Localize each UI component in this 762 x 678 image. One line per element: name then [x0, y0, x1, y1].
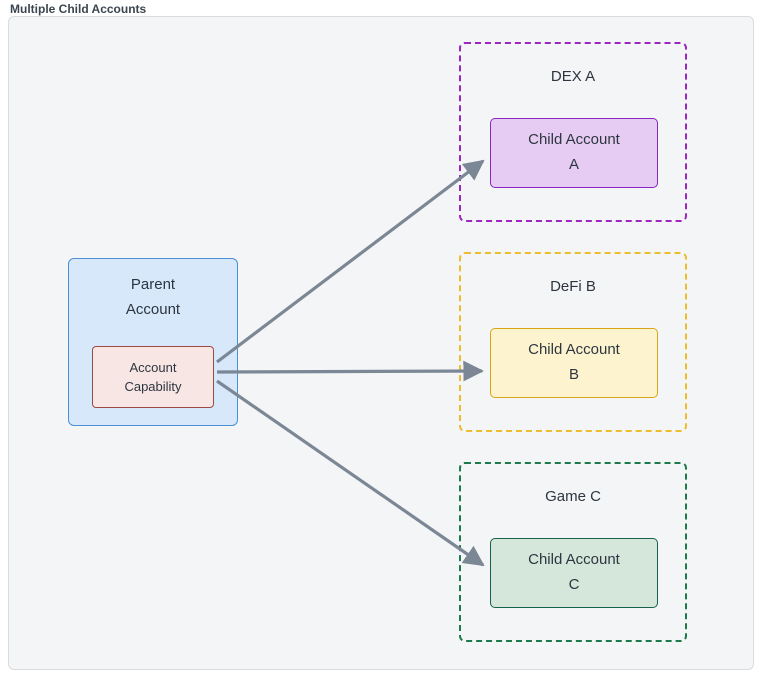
child-account-a-label: Child Account A	[528, 131, 620, 173]
child-account-c-node: Child Account C	[490, 538, 658, 608]
child-account-b-node: Child Account B	[490, 328, 658, 398]
group-defi-b: DeFi B Child Account B	[459, 252, 687, 432]
group-dex-a: DEX A Child Account A	[459, 42, 687, 222]
parent-account-label: Parent Account	[125, 276, 181, 318]
parent-account-node: Parent Account Account Capability	[68, 258, 238, 426]
diagram-title: Multiple Child Accounts	[10, 2, 147, 16]
group-game-c: Game C Child Account C	[459, 462, 687, 642]
child-account-b-label: Child Account B	[528, 341, 620, 383]
child-account-a-node: Child Account A	[490, 118, 658, 188]
group-dex-a-label: DEX A	[550, 68, 596, 85]
account-capability-node: Account Capability	[92, 346, 214, 408]
group-game-c-label: Game C	[545, 488, 601, 505]
group-defi-b-label: DeFi B	[550, 278, 596, 295]
account-capability-label: Account Capability	[124, 359, 182, 395]
child-account-c-label: Child Account C	[528, 551, 620, 593]
